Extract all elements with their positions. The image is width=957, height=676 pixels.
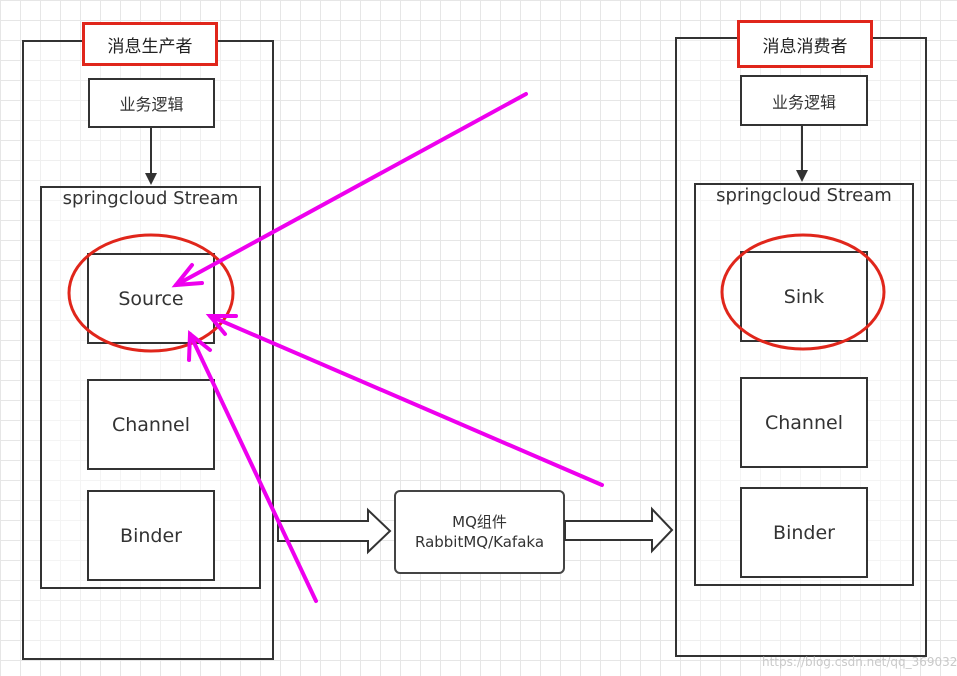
producer-source: Source (87, 253, 215, 344)
watermark-text: https://blog.csdn.net/qq_36903261 (762, 655, 957, 669)
producer-stream-label: springcloud Stream (62, 188, 239, 209)
producer-title: 消息生产者 (82, 22, 218, 66)
consumer-business-logic: 业务逻辑 (740, 75, 868, 126)
producer-business-logic: 业务逻辑 (88, 78, 215, 128)
mq-to-consumer-arrow (564, 506, 674, 554)
producer-binder: Binder (87, 490, 215, 581)
consumer-binder: Binder (740, 487, 868, 578)
consumer-stream-label: springcloud Stream (716, 185, 892, 206)
mq-component: MQ组件 RabbitMQ/Kafaka (394, 490, 565, 574)
producer-to-mq-arrow (277, 507, 392, 555)
consumer-title: 消息消费者 (737, 20, 873, 68)
mq-products: RabbitMQ/Kafaka (414, 533, 545, 551)
mq-label: MQ组件 (452, 513, 507, 531)
consumer-sink: Sink (740, 251, 868, 342)
producer-channel: Channel (87, 379, 215, 470)
consumer-channel: Channel (740, 377, 868, 468)
